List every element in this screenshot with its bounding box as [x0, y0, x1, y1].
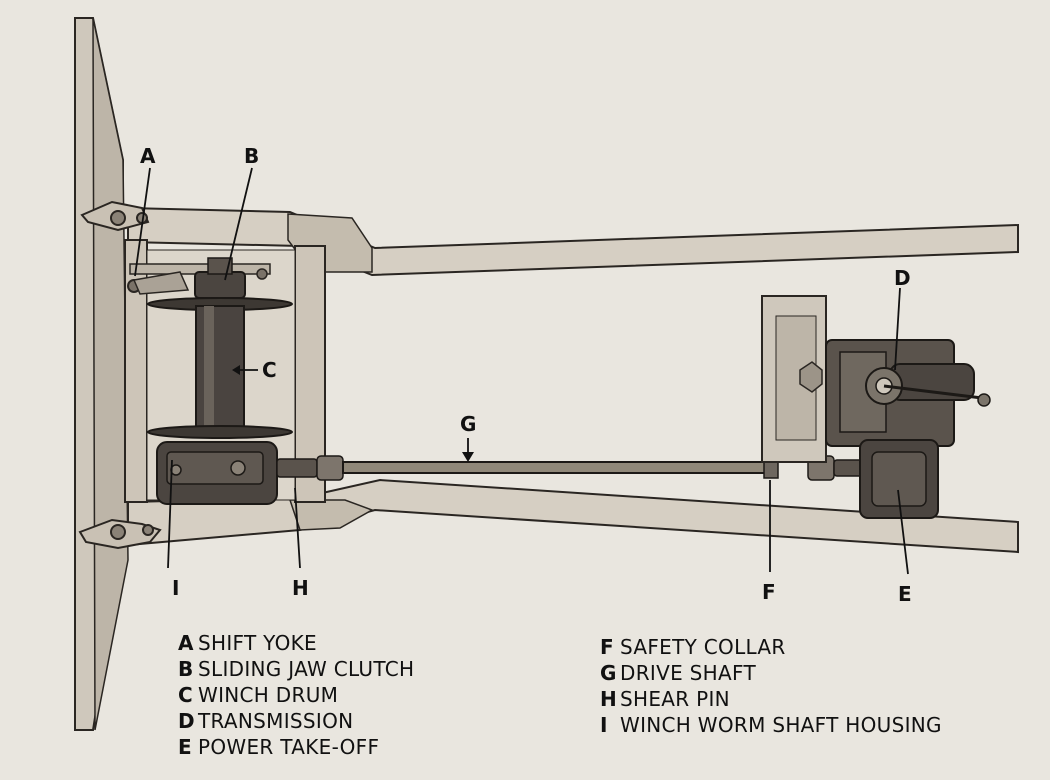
callout-f: F [762, 580, 776, 604]
drive-shaft [276, 455, 863, 481]
lower-hinge [78, 518, 162, 550]
leader-lines [134, 167, 909, 575]
upper-hinge [80, 200, 150, 232]
callout-g: G [460, 412, 477, 436]
power-take-off [859, 439, 939, 519]
transmission [825, 339, 991, 447]
arrow-c [232, 365, 240, 375]
callout-a: A [140, 144, 156, 168]
transmission-mount-plate [761, 295, 827, 463]
arrow-g [462, 452, 474, 462]
callout-i: I [172, 576, 180, 600]
callout-c: C [262, 358, 277, 382]
callout-e: E [898, 582, 912, 606]
callout-h: H [292, 576, 309, 600]
lower-rail-bracket [288, 499, 374, 531]
callout-d: D [894, 266, 911, 290]
lower-frame-rail [127, 478, 1019, 554]
callout-b: B [244, 144, 260, 168]
winch-worm-shaft-housing [156, 441, 278, 505]
bumper-face [92, 17, 129, 731]
